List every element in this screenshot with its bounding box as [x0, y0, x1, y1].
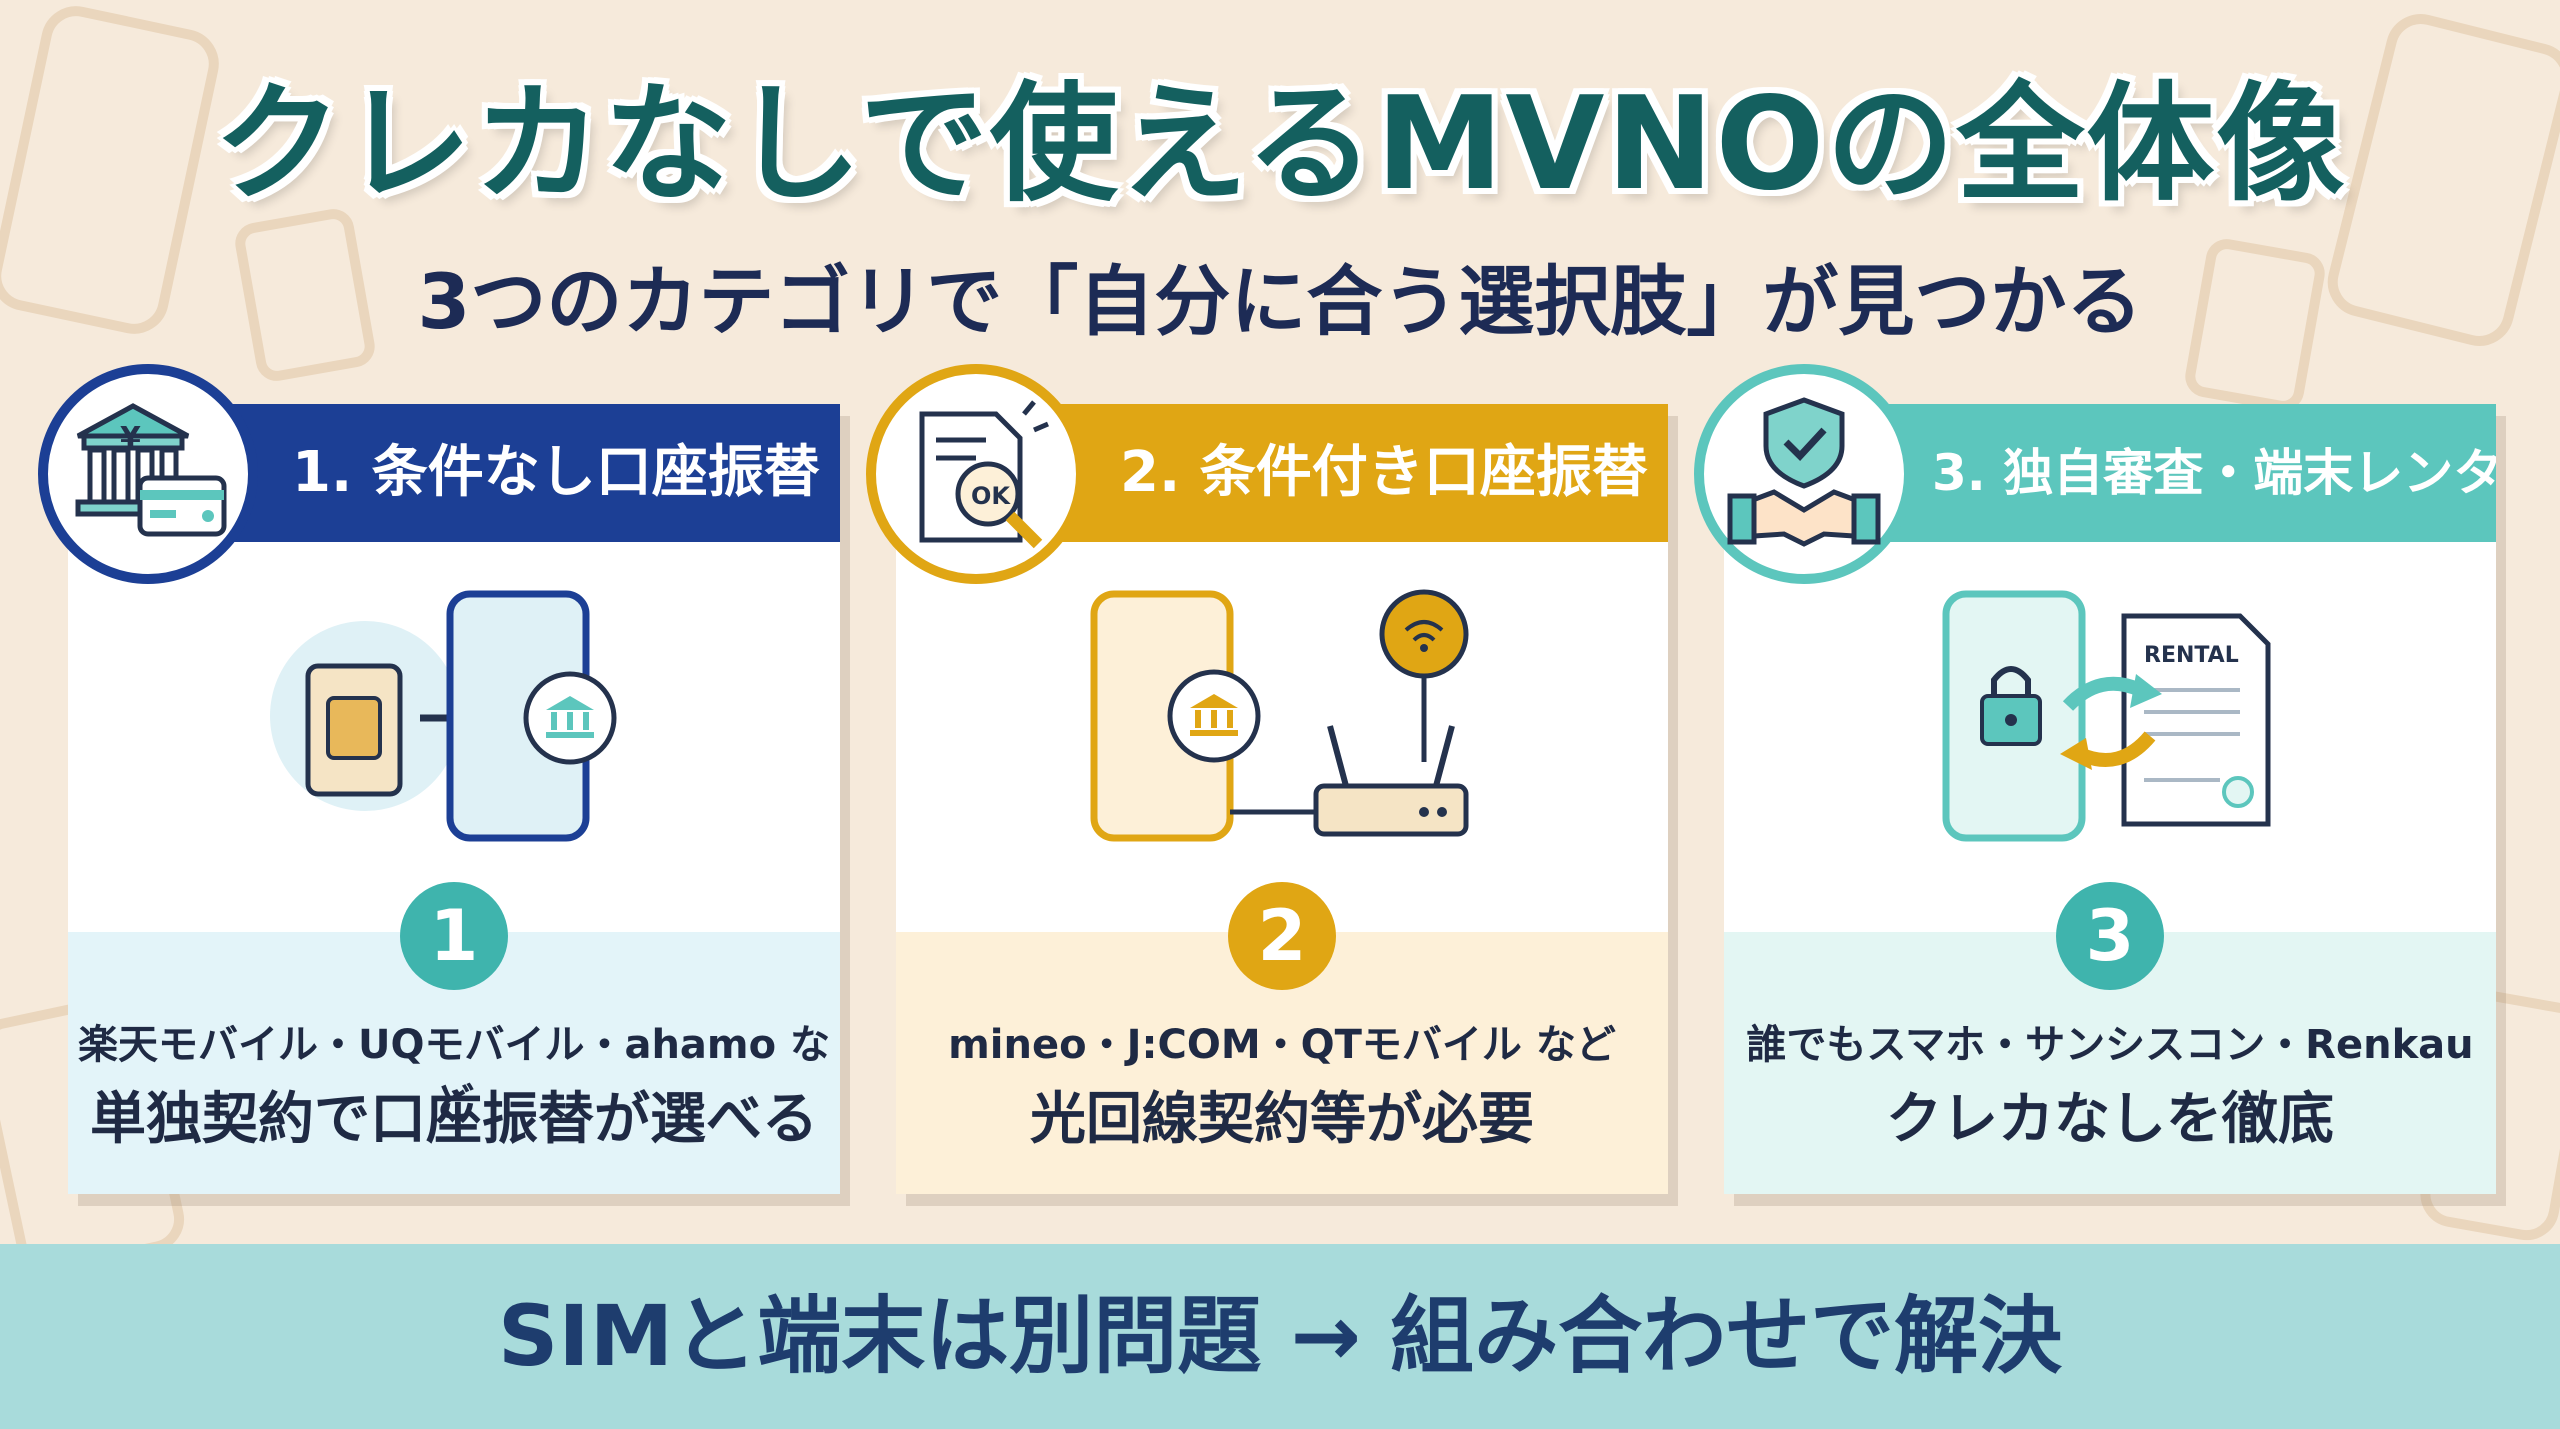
rental-illustration: RENTAL: [1942, 590, 2271, 842]
card-1-examples: 楽天モバイル・UQモバイル・ahamo など: [77, 1022, 831, 1126]
yen-label: ¥: [120, 421, 141, 456]
card-2-summary: 光回線契約等が必要: [1030, 1087, 1534, 1152]
category-card-3: 3. 独自審査・端末レンタル: [1724, 404, 2496, 1194]
document-ok-magnifier-icon: OK: [919, 400, 1049, 549]
card-2-header-label: 2. 条件付き口座振替: [1120, 440, 1648, 505]
sim-to-phone-illustration: [270, 590, 617, 842]
card-1-number: 1: [400, 882, 508, 990]
page-title: クレカなしで使えるMVNOの全体像: [213, 70, 2347, 219]
card-1-header-label: 1. 条件なし口座振替: [292, 440, 820, 505]
card-2-badge: OK: [866, 364, 1086, 584]
card-3-header-label: 3. 独自審査・端末レンタル: [1932, 444, 2496, 502]
card-3-examples: 誰でもスマホ・サンシスコン・Renkau: [1746, 1022, 2474, 1068]
ok-label: OK: [971, 482, 1011, 510]
card-3-badge: [1694, 364, 1914, 584]
card-1-badge: ¥: [38, 364, 258, 584]
bank-card-icon: ¥: [75, 403, 227, 537]
footer-message: SIMと端末は別問題 → 組み合わせで解決: [497, 1287, 2063, 1385]
page-subtitle: 3つのカテゴリで「自分に合う選択肢」が見つかる: [417, 257, 2143, 346]
card-2-number: 2: [1228, 882, 1336, 990]
phone-router-illustration: [1090, 589, 1469, 842]
shield-handshake-icon: [1727, 397, 1881, 547]
card-3-summary: クレカなしを徹底: [1886, 1087, 2334, 1152]
rental-label: RENTAL: [2144, 643, 2239, 668]
card-1-summary: 単独契約で口座振替が選べる: [90, 1087, 818, 1152]
card-3-number: 3: [2056, 882, 2164, 990]
card-2-examples: mineo・J:COM・QTモバイル など: [948, 1022, 1616, 1068]
footer-band: [0, 1244, 2560, 1429]
